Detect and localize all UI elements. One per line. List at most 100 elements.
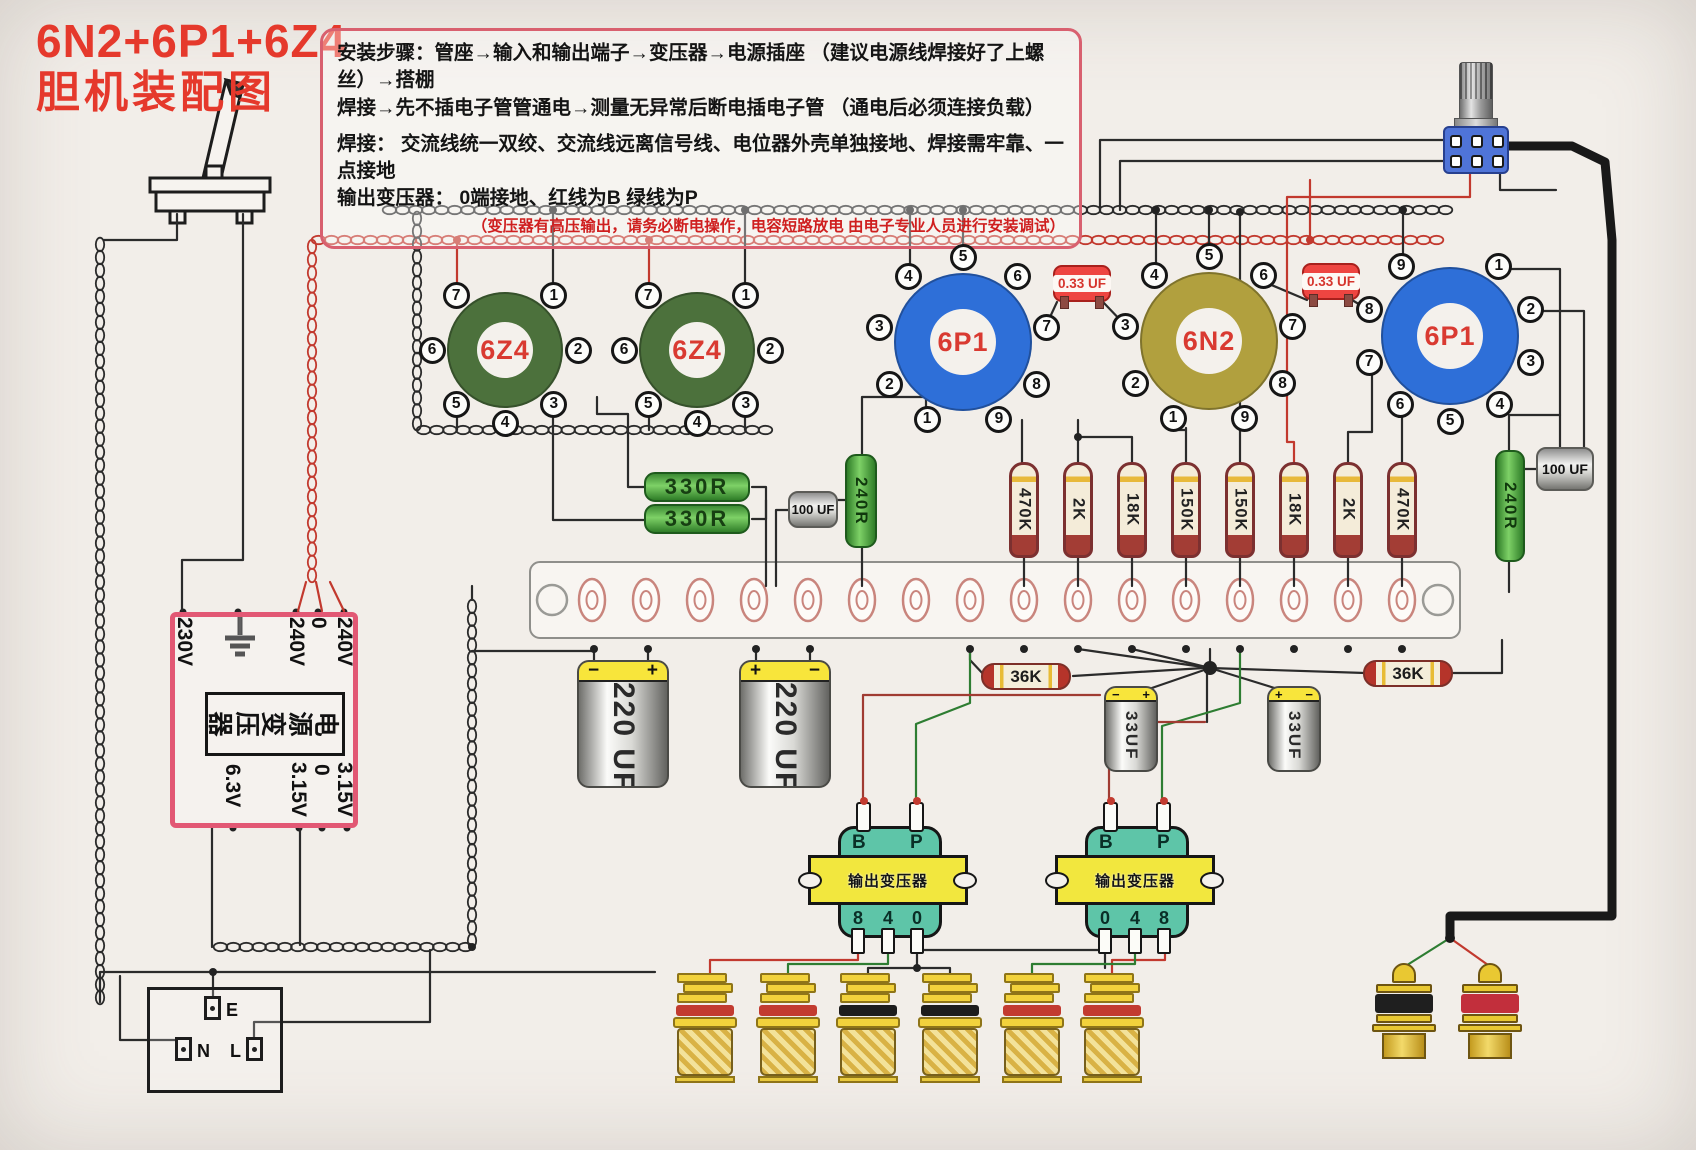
rca-flange <box>1376 984 1432 993</box>
rca-body <box>1468 1033 1512 1059</box>
cap-label: 100 UF <box>1542 461 1588 477</box>
post-body <box>840 1028 896 1076</box>
binding-post-3 <box>836 973 900 1083</box>
switch-body <box>154 190 266 213</box>
post-flange <box>756 1017 820 1028</box>
resistor-240r-1: 240R <box>845 454 877 548</box>
tube-pin-1: 1 <box>913 405 941 433</box>
tube-6z4-1: 6Z4 <box>447 292 563 408</box>
tube-6p1-right: 6P1 <box>1381 267 1519 405</box>
rca-flange <box>1462 984 1518 993</box>
pot-pin <box>1450 135 1462 148</box>
opt-frame: 输出变压器 <box>1055 855 1215 905</box>
post-lip <box>758 1076 818 1083</box>
rca-ring <box>1375 994 1433 1013</box>
pt-terminal-0: 0 <box>307 617 330 629</box>
rca-jack-2 <box>1457 963 1523 1059</box>
tube-pin-4: 4 <box>894 263 922 291</box>
tube-pin-5: 5 <box>1195 242 1223 270</box>
minus-mark: − <box>808 660 820 681</box>
tube-label: 6Z4 <box>672 334 722 365</box>
rca-tip <box>1478 963 1502 983</box>
power-transformer-name: 器压变源电 <box>205 692 345 756</box>
post-nut <box>766 983 816 993</box>
tube-pin-5: 5 <box>1436 407 1464 435</box>
switch-lever-tip <box>223 77 245 99</box>
tube-pin-1: 1 <box>540 282 568 310</box>
post-lip <box>838 1076 898 1083</box>
opt-bottom-label: 0 <box>912 908 923 928</box>
cap-polarity-band: + − <box>1269 688 1319 702</box>
tube-6z4-2: 6Z4 <box>639 292 755 408</box>
minus-mark: − <box>1305 686 1313 702</box>
resistor-row-4: 150K <box>1171 462 1201 558</box>
resistor-label: 36K <box>1010 666 1042 686</box>
post-lip <box>1082 1076 1142 1083</box>
opt-mount-hole <box>953 872 977 889</box>
binding-post-5 <box>1000 973 1064 1083</box>
tube-pin-2: 2 <box>1121 370 1149 397</box>
twisted-pair-wires <box>94 204 1454 1006</box>
inlet-label-N: N <box>197 1041 210 1061</box>
post-lip <box>920 1076 980 1083</box>
opt-label-B: B <box>1099 832 1113 853</box>
tube-pin-4: 4 <box>491 409 519 437</box>
knurl-texture <box>1460 63 1492 99</box>
tube-label: 6Z4 <box>480 334 530 365</box>
instruction-box: 安装步骤：管座→输入和输出端子→变压器→电源插座 （建议电源线焊接好了上螺丝）→… <box>320 28 1082 250</box>
plus-mark: + <box>750 660 762 681</box>
post-flange <box>1080 1017 1144 1028</box>
pot-pin <box>1450 155 1462 168</box>
resistor-240r-2: 240R <box>1495 450 1525 562</box>
volume-pot <box>1443 126 1509 174</box>
tube-pin-2: 2 <box>564 336 592 364</box>
resistor-row-7: 2K <box>1333 462 1363 558</box>
opt-mount-hole <box>798 872 822 889</box>
binding-post-2 <box>756 973 820 1083</box>
resistor-label: 240R <box>1501 481 1520 531</box>
post-nut <box>683 983 733 993</box>
tube-hole <box>669 322 725 378</box>
high-voltage-warning: （变压器有高压输出，请务必断电操作，电容短路放电 由电子专业人员进行安装调试） <box>471 217 1065 235</box>
tube-pin-1: 1 <box>732 282 760 310</box>
inlet-pin-N <box>175 1037 192 1061</box>
opt-bottom-pin <box>910 928 924 954</box>
hookup-wires <box>98 138 1617 1042</box>
pt-terminal-0-b: 0 <box>310 764 333 776</box>
opt-bottom-pin <box>881 928 895 954</box>
post-collar <box>921 1005 979 1016</box>
rca-flange <box>1372 1024 1436 1032</box>
rca-flange <box>1458 1024 1522 1032</box>
instruction-solder-2: 输出变压器： 0端接地、红线为B 绿线为P <box>337 187 698 210</box>
coupling-cap-1: 0.33 UF <box>1052 265 1112 309</box>
resistor-label: 470K <box>1393 488 1412 532</box>
post-nut <box>760 973 810 983</box>
resistor-label: 330R <box>664 474 730 499</box>
opt-bottom-label: 4 <box>1130 908 1141 928</box>
cap-33uf-1: − + 33UF <box>1104 686 1158 772</box>
cap-polarity-band: − + <box>1106 688 1156 702</box>
resistor-330r-2: 330R <box>644 504 750 534</box>
post-flange <box>1000 1017 1064 1028</box>
post-nut <box>677 973 727 983</box>
tube-pin-6: 6 <box>610 336 638 364</box>
opt-label-B: B <box>852 832 866 853</box>
post-collar <box>676 1005 734 1016</box>
page-title: 6N2+6P1+6Z4 胆机装配图 <box>36 15 346 117</box>
pot-pin <box>1492 155 1504 168</box>
resistor-330r-1: 330R <box>644 472 750 502</box>
inlet-pin-L <box>246 1037 263 1061</box>
post-collar <box>1003 1005 1061 1016</box>
opt-name: 输出变压器 <box>1094 872 1175 890</box>
tube-pin-4: 4 <box>683 409 711 437</box>
tube-pin-7: 7 <box>1279 312 1307 340</box>
resistor-label: 330R <box>664 506 730 531</box>
cap-label: 220 UF <box>769 682 802 788</box>
minus-mark: − <box>1112 686 1120 702</box>
post-lip <box>675 1076 735 1083</box>
post-body <box>922 1028 978 1076</box>
tube-pin-6: 6 <box>1004 263 1032 291</box>
post-nut <box>922 993 972 1003</box>
resistor-label: 2K <box>1069 498 1088 522</box>
